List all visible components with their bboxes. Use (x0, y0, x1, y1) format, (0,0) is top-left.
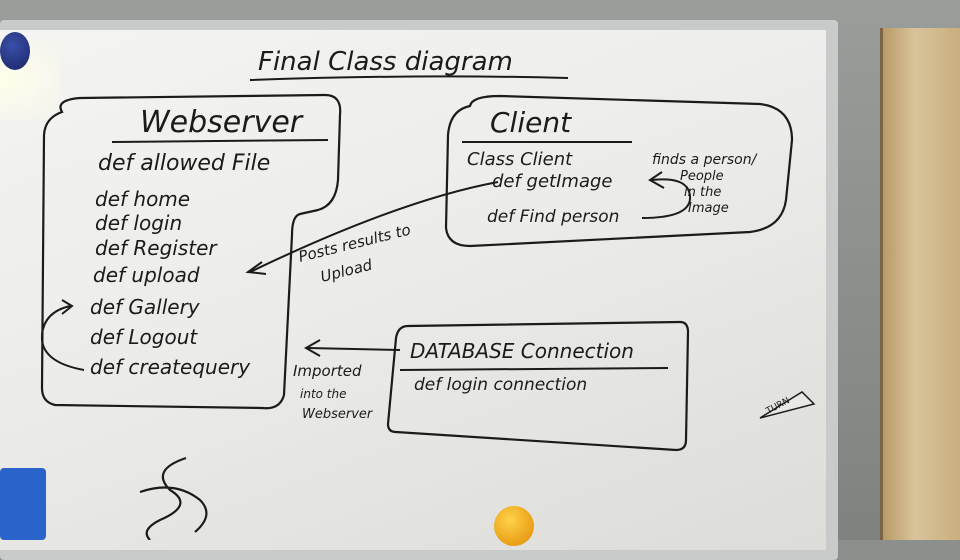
client-line: Class Client (467, 149, 573, 170)
webserver-method: def upload (93, 263, 200, 287)
database-method: def login connection (414, 375, 587, 395)
client-to-upload-arrow (249, 181, 499, 273)
client-note-line: in the (684, 185, 721, 200)
client-line: def Find person (487, 207, 619, 227)
client-box (444, 94, 794, 248)
database-box (386, 320, 690, 452)
blue-magnet (0, 32, 30, 70)
database-divider (399, 367, 669, 371)
webserver-method: def Register (95, 236, 218, 260)
client-note-line: People (680, 169, 724, 184)
whiteboard (0, 30, 826, 550)
db-webserver-label: Webserver (302, 407, 374, 422)
webserver-method: def login (95, 211, 182, 235)
title-underline (249, 75, 569, 81)
gallery-loop-arrow (40, 305, 85, 371)
client-upload-label: Upload (319, 256, 375, 286)
webserver-divider (111, 139, 329, 143)
db-webserver-label: into the (300, 387, 347, 401)
database-title: DATABASE Connection (410, 339, 634, 363)
signature-scribble (139, 456, 208, 540)
corkboard (880, 28, 960, 540)
arrowhead-icon (648, 171, 665, 189)
webserver-method: def Gallery (90, 295, 201, 319)
db-webserver-label: Imported (293, 362, 362, 380)
turn-sticker: TURN (759, 391, 816, 419)
yellow-magnet (494, 506, 534, 546)
client-line: def getImage (492, 171, 613, 192)
diagram-title: Final Class diagram (258, 47, 513, 77)
arrowhead-icon (245, 261, 267, 275)
client-title: Client (490, 106, 572, 139)
webserver-method: def Logout (90, 325, 198, 349)
diagram-ink: Final Class diagram Webserver def allowe… (40, 47, 816, 540)
client-note-line: finds a person/ (652, 152, 758, 168)
blue-eraser (0, 468, 46, 540)
webserver-box (40, 93, 342, 410)
arrowhead-icon (61, 299, 74, 315)
webserver-method: def createquery (90, 355, 251, 379)
db-to-webserver-arrow (307, 347, 401, 351)
webserver-method: def allowed File (98, 151, 270, 176)
client-note-line: Image (688, 201, 729, 216)
findperson-curve-arrow (641, 178, 692, 219)
webserver-method: def home (95, 187, 190, 211)
arrowhead-icon (303, 339, 321, 357)
webserver-title: Webserver (140, 105, 304, 140)
